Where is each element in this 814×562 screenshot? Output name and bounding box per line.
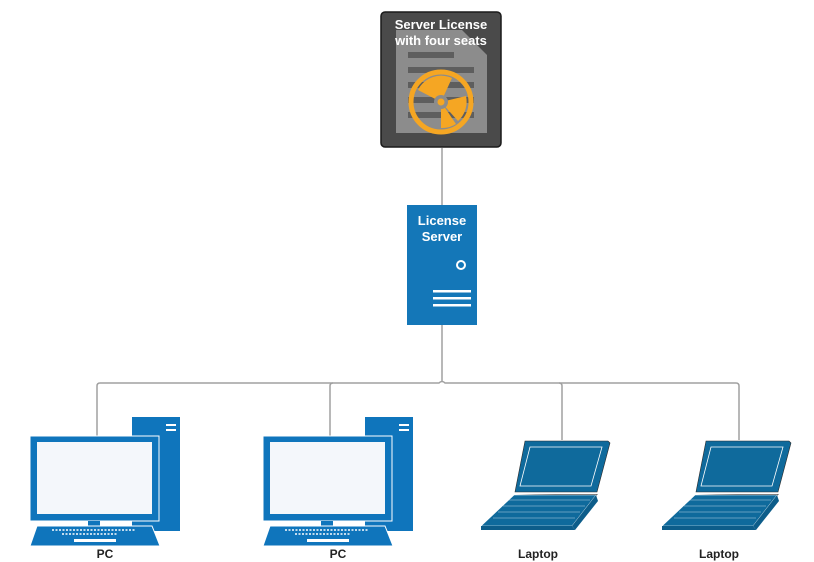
client-label: PC [97, 547, 114, 561]
client-pc-1[interactable]: PC [29, 417, 180, 561]
license-server[interactable]: License Server [407, 205, 477, 325]
server-title-line1: License [418, 213, 466, 228]
client-label: PC [330, 547, 347, 561]
client-label: Laptop [518, 547, 558, 561]
client-laptop-1[interactable]: Laptop [480, 440, 611, 561]
license-card[interactable]: Server License with four seats [380, 11, 502, 148]
client-pc-2[interactable]: PC [262, 417, 413, 561]
connector-bus [96, 380, 740, 440]
desktop-pc-icon [29, 417, 180, 547]
desktop-pc-icon [262, 417, 413, 547]
laptop-icon [480, 440, 611, 530]
laptop-icon [661, 440, 792, 530]
license-disc-icon [396, 30, 487, 135]
connector-laptop1 [558, 382, 563, 440]
license-card-title-line2: with four seats [394, 33, 487, 48]
license-card-title-line1: Server License [395, 17, 488, 32]
client-label: Laptop [699, 547, 739, 561]
client-laptop-2[interactable]: Laptop [661, 440, 792, 561]
server-power-led [456, 260, 466, 270]
connector-pc2 [329, 382, 334, 440]
connectors [96, 148, 740, 440]
server-title-line2: Server [422, 229, 462, 244]
